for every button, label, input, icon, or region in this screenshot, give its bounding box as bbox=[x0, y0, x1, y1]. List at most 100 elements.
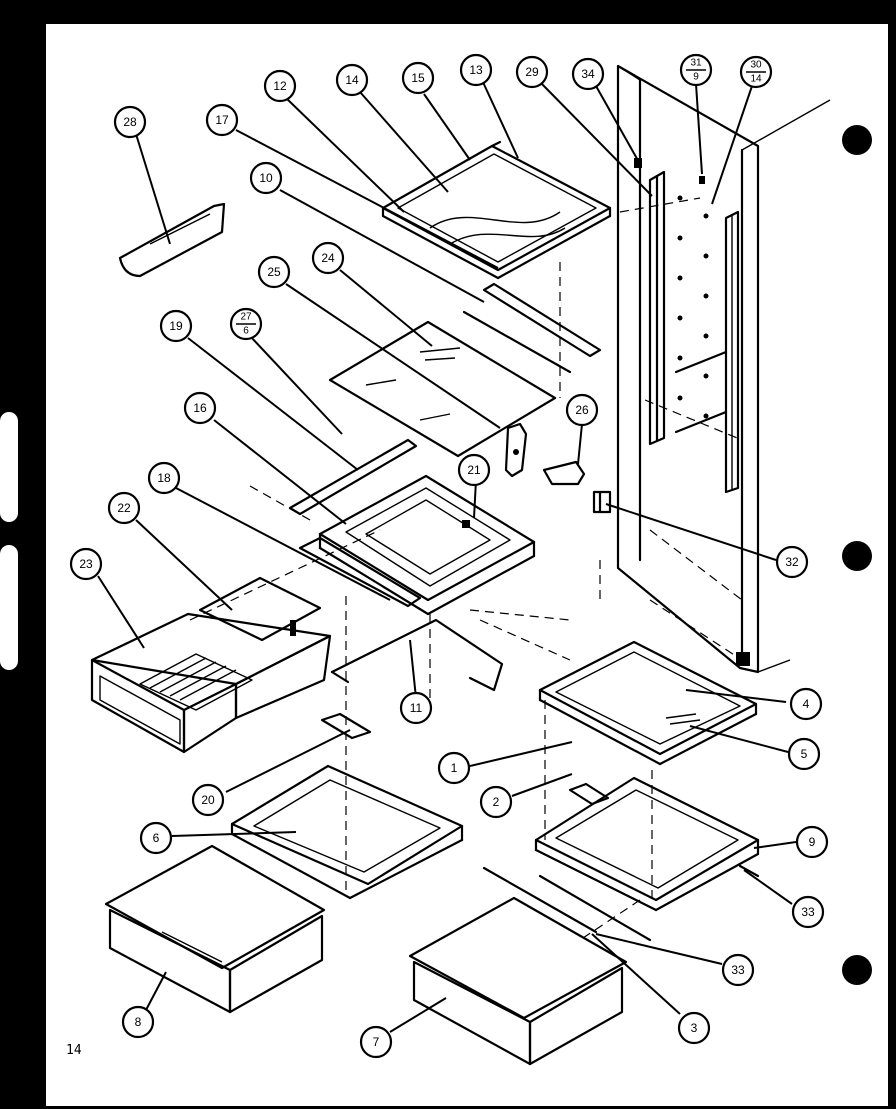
callout-12: 12 bbox=[263, 69, 297, 103]
callout-3: 3 bbox=[677, 1011, 711, 1045]
callout-23: 23 bbox=[69, 547, 103, 581]
callout-29: 29 bbox=[515, 55, 549, 89]
svg-text:9: 9 bbox=[809, 835, 816, 849]
projection-lines bbox=[189, 197, 701, 941]
punch-hole-middle bbox=[842, 541, 872, 571]
svg-text:34: 34 bbox=[581, 67, 595, 81]
bracket-11 bbox=[330, 618, 504, 692]
svg-text:27: 27 bbox=[240, 312, 252, 323]
callout-15: 15 bbox=[401, 61, 435, 95]
crisper-drawer-7 bbox=[408, 896, 628, 1066]
svg-text:16: 16 bbox=[193, 401, 207, 415]
svg-text:30: 30 bbox=[750, 60, 762, 71]
svg-text:17: 17 bbox=[215, 113, 229, 127]
svg-text:32: 32 bbox=[785, 555, 799, 569]
svg-text:15: 15 bbox=[411, 71, 425, 85]
page-number: 14 bbox=[66, 1043, 82, 1058]
svg-text:21: 21 bbox=[467, 463, 481, 477]
svg-text:24: 24 bbox=[321, 251, 335, 265]
callout-2: 2 bbox=[479, 785, 513, 819]
svg-text:12: 12 bbox=[273, 79, 287, 93]
callout-21: 21 bbox=[457, 453, 491, 487]
callout-6: 6 bbox=[139, 821, 173, 855]
crisper-drawer-8 bbox=[104, 844, 326, 1014]
bracket-25 bbox=[504, 422, 528, 478]
part-32 bbox=[592, 490, 612, 514]
callout-8: 8 bbox=[121, 1005, 155, 1039]
callout-11: 11 bbox=[399, 691, 433, 725]
svg-text:25: 25 bbox=[267, 265, 281, 279]
callout-30-over-14: 30 14 bbox=[739, 55, 773, 89]
upper-shelf bbox=[381, 140, 612, 280]
svg-text:10: 10 bbox=[259, 171, 273, 185]
svg-text:33: 33 bbox=[731, 963, 745, 977]
callout-14: 14 bbox=[335, 63, 369, 97]
svg-text:18: 18 bbox=[157, 471, 171, 485]
shelf-rail-10 bbox=[462, 282, 602, 374]
svg-text:14: 14 bbox=[750, 74, 762, 85]
callout-26: 26 bbox=[565, 393, 599, 427]
svg-text:8: 8 bbox=[135, 1015, 142, 1029]
binder-tab-lower bbox=[0, 545, 18, 670]
cover-18 bbox=[298, 536, 422, 608]
svg-text:1: 1 bbox=[451, 761, 458, 775]
svg-text:3: 3 bbox=[691, 1021, 698, 1035]
svg-text:6: 6 bbox=[153, 831, 160, 845]
callout-4: 4 bbox=[789, 687, 823, 721]
dairy-door-28 bbox=[118, 202, 226, 278]
punch-hole-bottom bbox=[842, 955, 872, 985]
callout-31-over-9: 31 9 bbox=[679, 53, 713, 87]
binder-tab-upper bbox=[0, 412, 18, 522]
callout-27-over-6: 27 6 bbox=[229, 307, 263, 341]
svg-text:26: 26 bbox=[575, 403, 589, 417]
callout-33-upper: 33 bbox=[791, 895, 825, 929]
svg-text:28: 28 bbox=[123, 115, 137, 129]
shelf-rail-19 bbox=[288, 438, 418, 516]
svg-text:4: 4 bbox=[803, 697, 810, 711]
callout-9: 9 bbox=[795, 825, 829, 859]
glass-shelf bbox=[328, 320, 557, 458]
punch-hole-top bbox=[842, 125, 872, 155]
part-2 bbox=[568, 782, 610, 806]
crisper-cover-6 bbox=[230, 764, 464, 900]
svg-text:2: 2 bbox=[493, 795, 500, 809]
callout-33-lower: 33 bbox=[721, 953, 755, 987]
callout-25: 25 bbox=[257, 255, 291, 289]
svg-text:5: 5 bbox=[801, 747, 808, 761]
callout-22: 22 bbox=[107, 491, 141, 525]
svg-text:14: 14 bbox=[345, 73, 359, 87]
svg-text:6: 6 bbox=[243, 326, 249, 337]
svg-text:9: 9 bbox=[693, 72, 699, 83]
callout-16: 16 bbox=[183, 391, 217, 425]
svg-text:33: 33 bbox=[801, 905, 815, 919]
callout-32: 32 bbox=[775, 545, 809, 579]
callout-10: 10 bbox=[249, 161, 283, 195]
svg-text:20: 20 bbox=[201, 793, 215, 807]
callout-17: 17 bbox=[205, 103, 239, 137]
svg-text:7: 7 bbox=[373, 1035, 380, 1049]
leader-lines bbox=[97, 79, 797, 1033]
crisper-drawer-23 bbox=[90, 576, 332, 754]
svg-text:22: 22 bbox=[117, 501, 131, 515]
crisper-cover-9 bbox=[534, 776, 760, 912]
callout-5: 5 bbox=[787, 737, 821, 771]
callout-13: 13 bbox=[459, 53, 493, 87]
shelf-support-rails bbox=[634, 158, 740, 494]
svg-text:13: 13 bbox=[469, 63, 483, 77]
svg-text:23: 23 bbox=[79, 557, 93, 571]
pan-frame bbox=[318, 474, 536, 616]
callout-34: 34 bbox=[571, 57, 605, 91]
svg-text:11: 11 bbox=[410, 701, 423, 715]
part-20 bbox=[320, 712, 372, 740]
callout-20: 20 bbox=[191, 783, 225, 817]
svg-text:29: 29 bbox=[525, 65, 539, 79]
callout-1: 1 bbox=[437, 751, 471, 785]
callout-24: 24 bbox=[311, 241, 345, 275]
svg-text:19: 19 bbox=[169, 319, 183, 333]
svg-text:31: 31 bbox=[690, 58, 702, 69]
drawer-slide-rails bbox=[482, 864, 760, 942]
callout-28: 28 bbox=[113, 105, 147, 139]
part-26 bbox=[542, 460, 586, 486]
callout-7: 7 bbox=[359, 1025, 393, 1059]
